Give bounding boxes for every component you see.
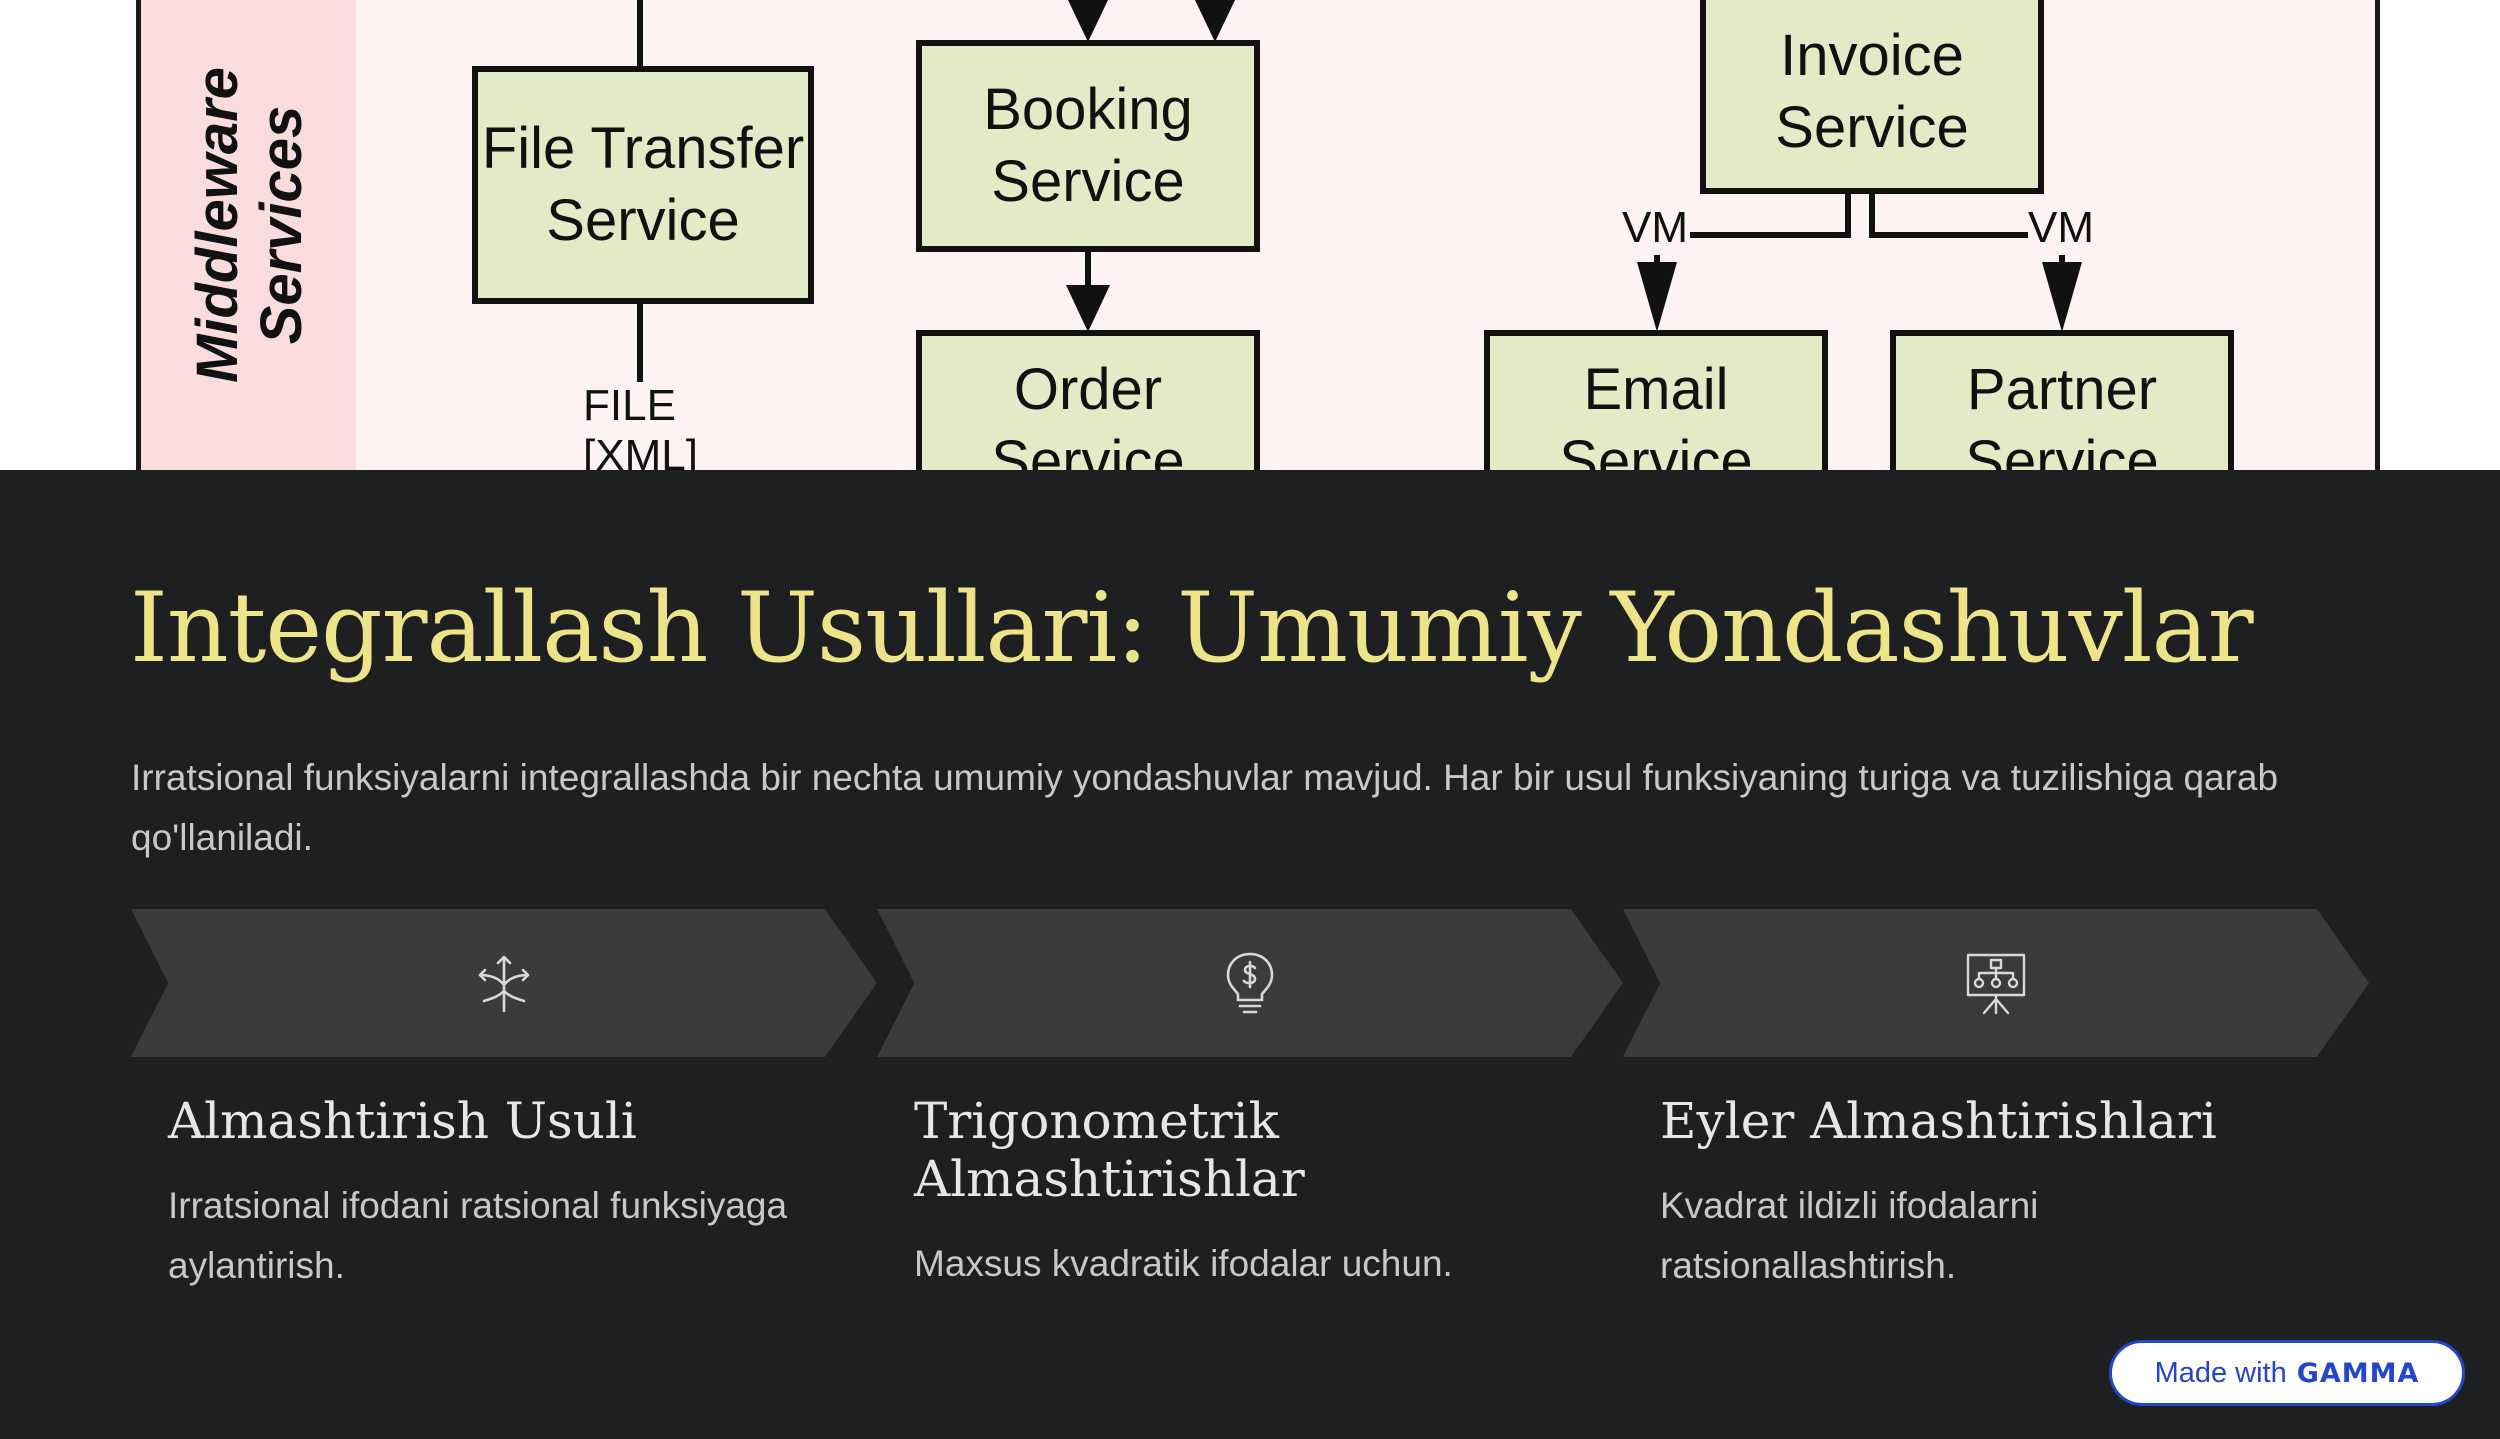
lightbulb-dollar-icon bbox=[877, 909, 1623, 1057]
step-1-title: Almashtirish Usuli bbox=[168, 1092, 637, 1150]
step-3-title: Eyler Almashtirishlari bbox=[1660, 1092, 2217, 1150]
order-service-box: Order Service bbox=[916, 330, 1260, 470]
slide-title: Integrallash Usullari: Umumiy Yondashuvl… bbox=[130, 572, 2254, 684]
invoice-service-box: Invoice Service bbox=[1700, 0, 2044, 194]
badge-prefix: Made with bbox=[2154, 1356, 2287, 1389]
step-chevron-3 bbox=[1623, 909, 2369, 1057]
slide-content: Integrallash Usullari: Umumiy Yondashuvl… bbox=[0, 470, 2500, 1439]
diagram-connectors bbox=[637, 0, 2082, 385]
made-with-gamma-badge[interactable]: Made with GAMMA bbox=[2109, 1340, 2465, 1406]
vm-left-label: VM bbox=[1622, 203, 1688, 252]
booking-service-box: Booking Service bbox=[916, 40, 1260, 252]
step-2-title: Trigonometrik Almashtirishlar bbox=[914, 1092, 1305, 1208]
gamma-logo: GAMMA bbox=[2296, 1357, 2420, 1389]
file-transfer-service-box: File Transfer Service bbox=[472, 66, 814, 304]
partner-service-box: Partner Service bbox=[1890, 330, 2234, 470]
vm-right-label: VM bbox=[2028, 203, 2094, 252]
step-3-text: Kvadrat ildizli ifodalarni ratsionallash… bbox=[1660, 1185, 2039, 1286]
step-2-text: Maxsus kvadratik ifodalar uchun. bbox=[914, 1243, 1453, 1284]
branch-arrows-icon bbox=[131, 909, 877, 1057]
step-chevron-2 bbox=[877, 909, 1623, 1057]
email-service-box: Email Service bbox=[1484, 330, 1828, 470]
architecture-diagram-image: Middleware Services Fil bbox=[0, 0, 2500, 470]
step-1-text: Irratsional ifodani ratsional funksiyaga… bbox=[168, 1185, 788, 1286]
xml-label: [XML] bbox=[583, 432, 698, 470]
middleware-band bbox=[141, 0, 356, 470]
slide-subtitle: Irratsional funksiyalarni integrallashda… bbox=[131, 757, 2279, 858]
step-chevron-1 bbox=[131, 909, 877, 1057]
presentation-board-icon bbox=[1623, 909, 2369, 1057]
file-label: FILE bbox=[583, 381, 676, 430]
